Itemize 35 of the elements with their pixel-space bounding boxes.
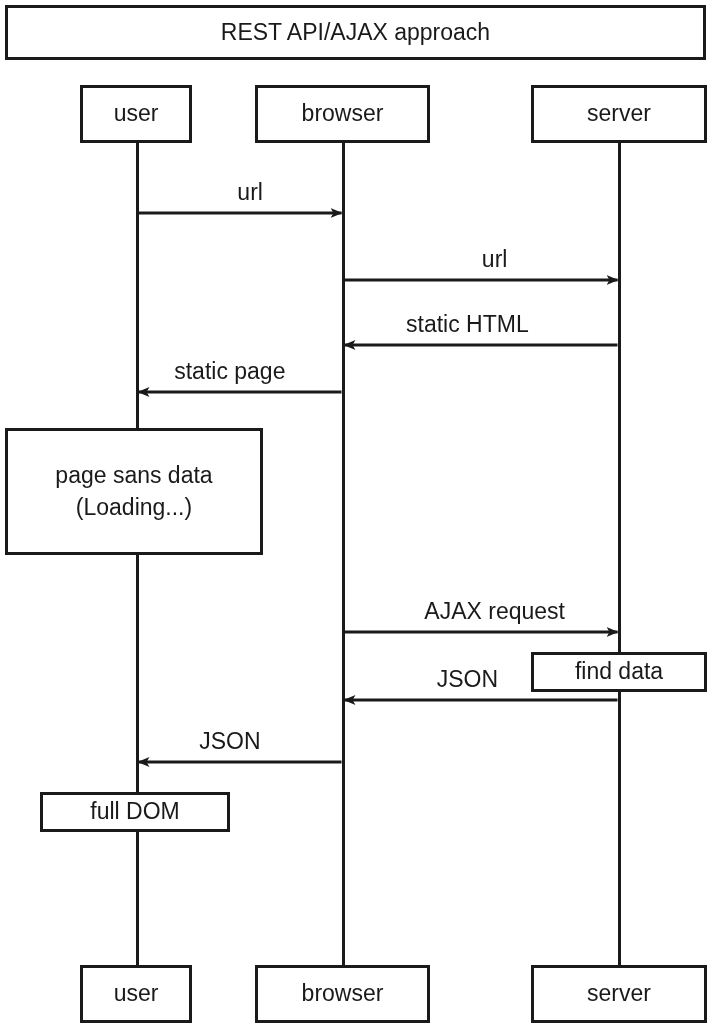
participant-box bbox=[255, 85, 430, 143]
participant-box bbox=[80, 965, 192, 1023]
participant-box bbox=[531, 965, 707, 1023]
node-label: REST API/AJAX approach bbox=[220, 17, 491, 47]
node-label: browser bbox=[301, 99, 384, 129]
node-label: full DOM bbox=[90, 797, 180, 827]
lifeline bbox=[617, 692, 621, 965]
title-box bbox=[5, 5, 706, 60]
message-arrow bbox=[344, 275, 619, 285]
lifeline bbox=[617, 143, 621, 652]
activation-box bbox=[40, 792, 230, 832]
edge-label: AJAX request bbox=[422, 600, 567, 623]
message-arrow bbox=[137, 757, 342, 767]
node-label: server bbox=[587, 979, 651, 1009]
participant-box bbox=[80, 85, 192, 143]
message-arrow bbox=[343, 340, 618, 350]
activation-box bbox=[531, 652, 707, 692]
node-label: user bbox=[113, 99, 159, 129]
lifeline bbox=[341, 143, 345, 965]
node-label: browser bbox=[301, 979, 384, 1009]
node-label: page sans data (Loading...) bbox=[54, 461, 214, 522]
participant-box bbox=[255, 965, 430, 1023]
node-label: user bbox=[113, 979, 159, 1009]
edge-label: static page bbox=[172, 360, 288, 383]
lifeline bbox=[135, 832, 139, 965]
participant-box bbox=[531, 85, 707, 143]
message-arrow bbox=[137, 387, 342, 397]
lifeline bbox=[135, 555, 139, 792]
message-arrow bbox=[344, 627, 619, 637]
message-arrow bbox=[343, 695, 618, 705]
lifeline bbox=[135, 143, 139, 428]
node-label: find data bbox=[574, 657, 664, 687]
node-label: server bbox=[587, 99, 651, 129]
message-arrow bbox=[138, 208, 343, 218]
activation-box bbox=[5, 428, 263, 555]
